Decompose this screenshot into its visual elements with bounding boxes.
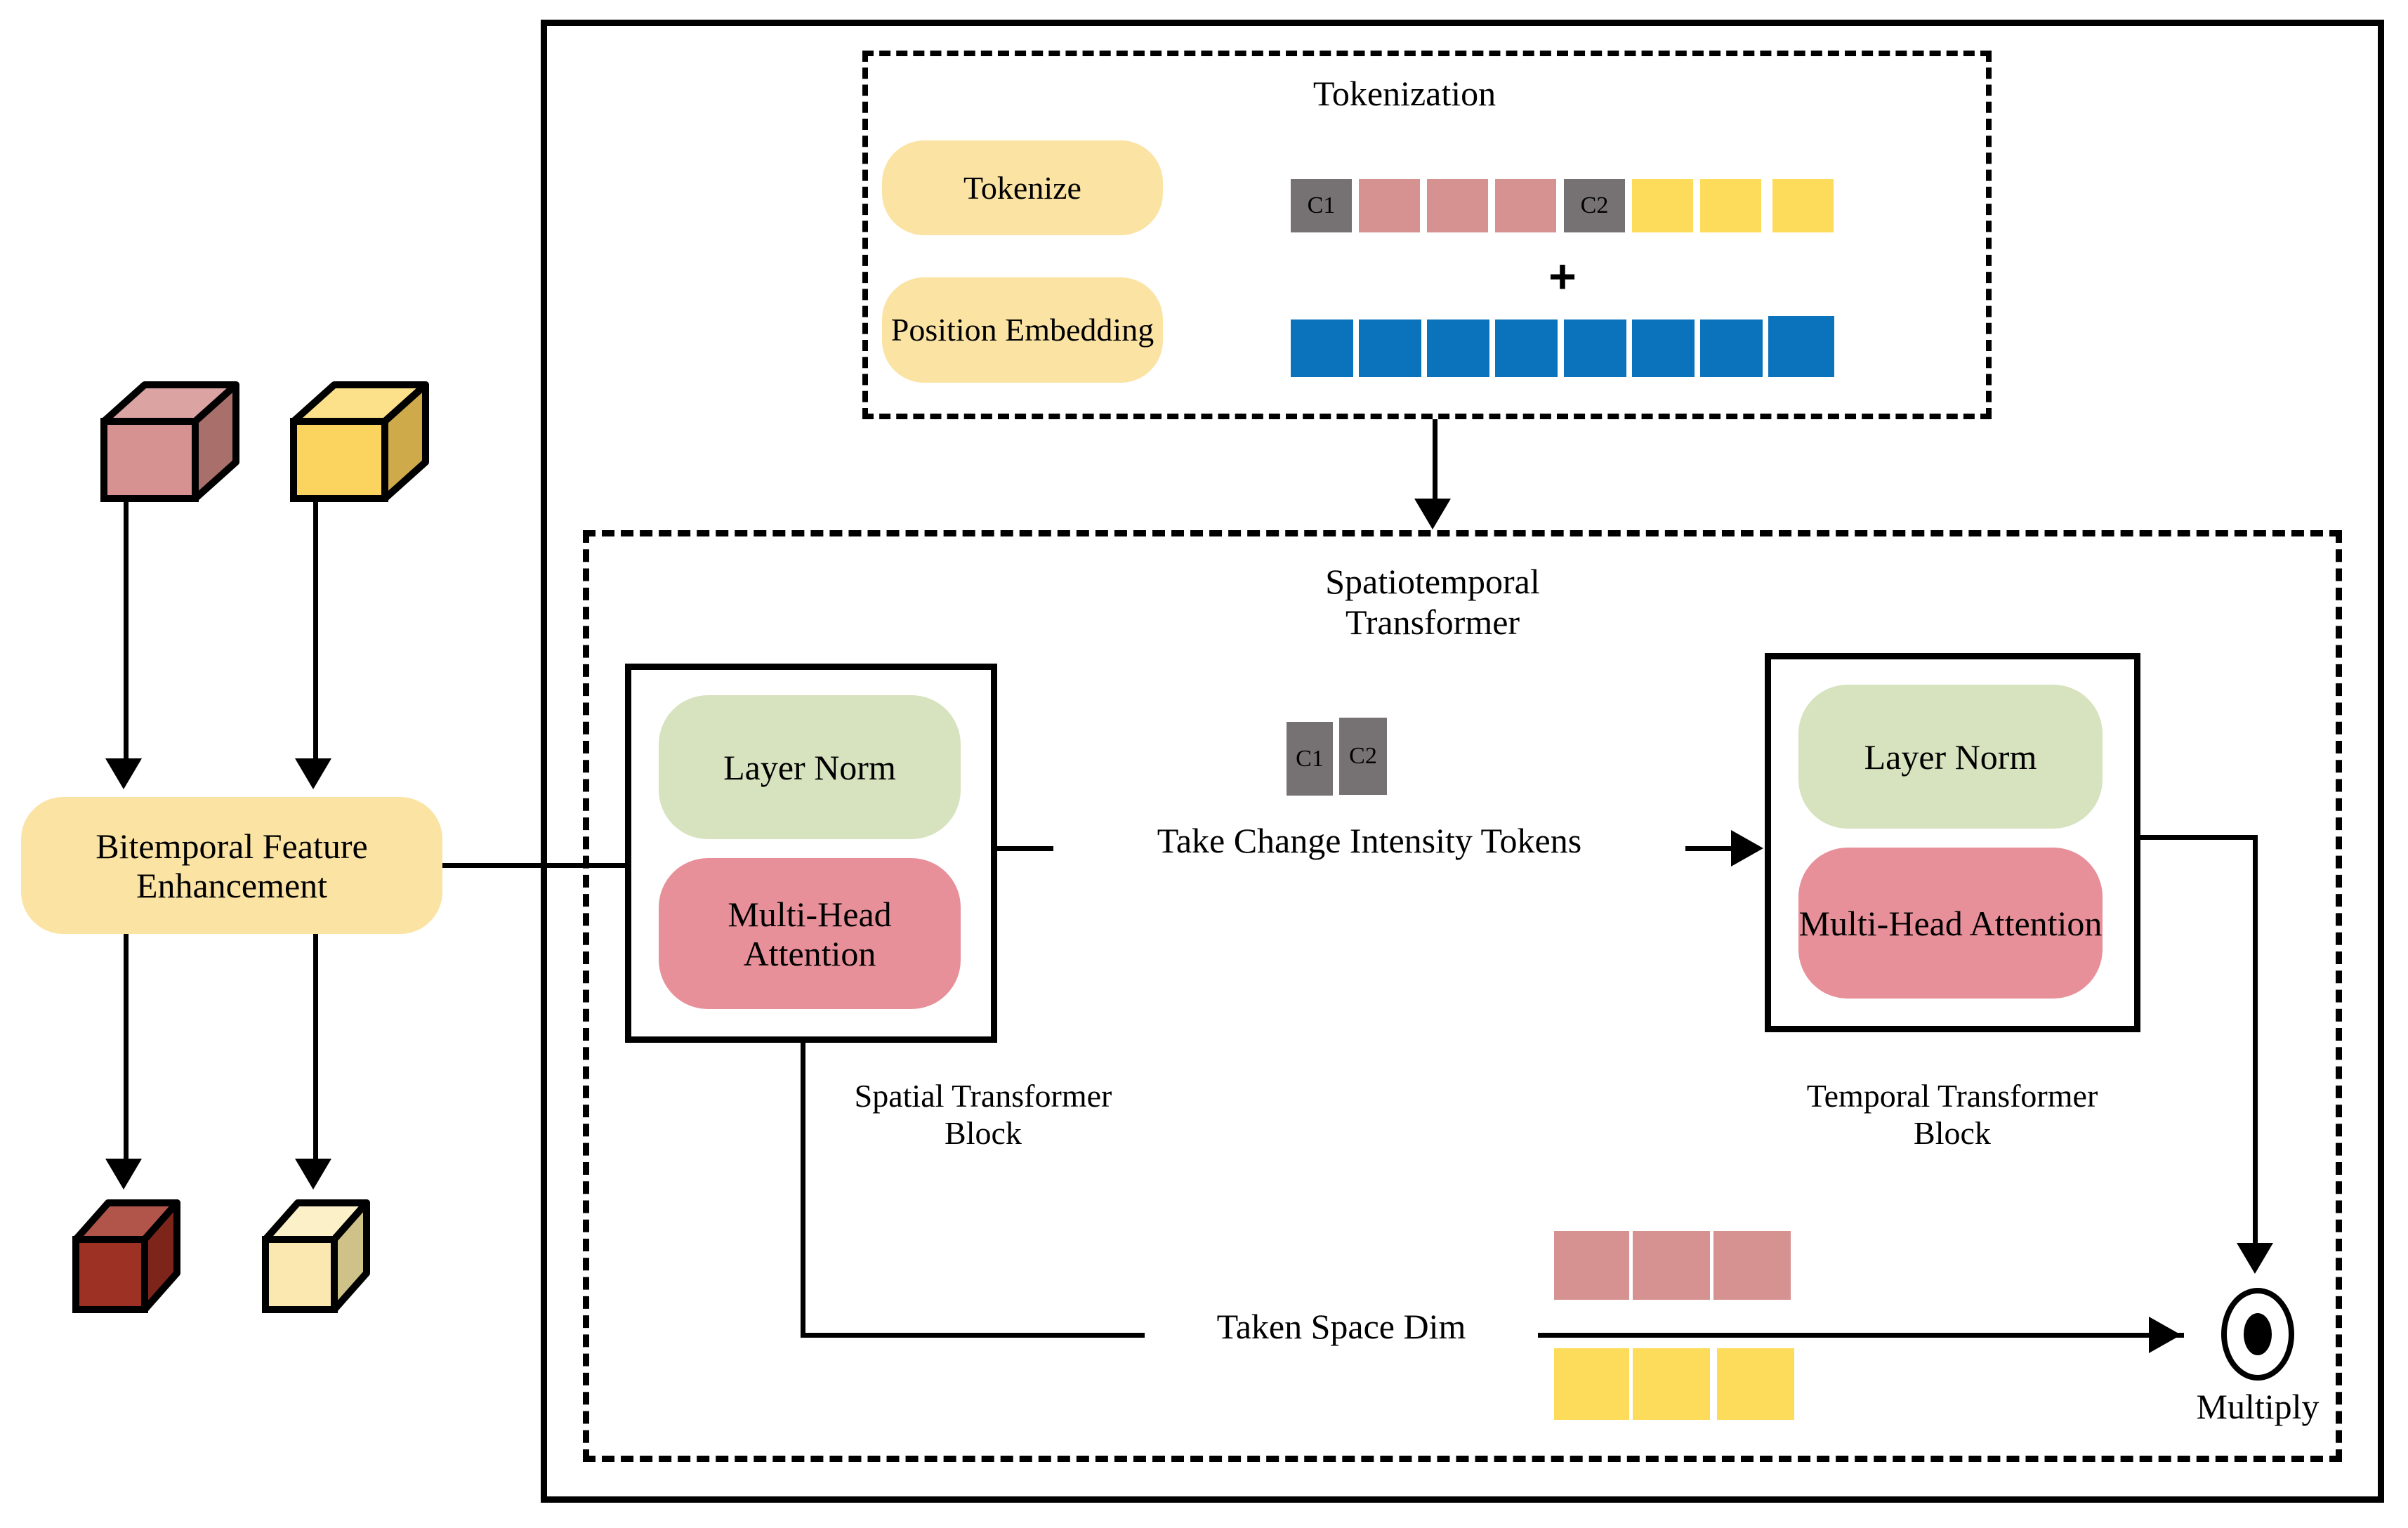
tokenization-group: [862, 51, 1992, 419]
connector-input1-to-enhance: [124, 499, 129, 765]
spatial-transformer-caption: Spatial Transformer Block: [854, 1078, 1112, 1151]
space-dim-yellow-2: [1633, 1348, 1710, 1420]
pos-embed-4: [1495, 320, 1558, 377]
change-token-c1-label: C1: [1296, 745, 1324, 772]
connector-input2-to-enhance: [313, 499, 318, 765]
token-yellow-2: [1700, 179, 1761, 232]
connector-temporal-out-h: [2138, 835, 2258, 840]
position-embedding-block[interactable]: Position Embedding: [882, 277, 1163, 383]
change-token-c2: C2: [1339, 718, 1387, 795]
connector-temporal-out-v: [2253, 835, 2258, 1249]
space-dim-yellow-1: [1554, 1348, 1629, 1420]
connector-enhance-to-output1: [124, 934, 129, 1166]
spatiotemporal-transformer-group: [583, 530, 2342, 1462]
input-cube-t1: [100, 381, 239, 502]
spatial-layer-norm[interactable]: Layer Norm: [659, 695, 961, 839]
outer-architecture-frame: [541, 20, 2384, 1503]
temporal-multi-head-attention[interactable]: Multi-Head Attention: [1798, 848, 2103, 999]
taken-space-dim-wrap: Taken Space Dim: [1145, 1306, 1538, 1347]
plus-icon: +: [1548, 250, 1577, 303]
taken-space-dim-label: Taken Space Dim: [1206, 1307, 1476, 1346]
token-c1: C1: [1291, 179, 1352, 232]
position-embedding-label: Position Embedding: [890, 312, 1154, 348]
token-c2-label: C2: [1580, 192, 1609, 218]
token-pink-2: [1427, 179, 1488, 232]
change-token-c1: C1: [1287, 722, 1333, 796]
arrowhead-temporal-to-multiply: [2237, 1243, 2273, 1274]
take-change-intensity-label: Take Change Intensity Tokens: [1148, 821, 1591, 860]
space-dim-pink-1: [1554, 1231, 1629, 1300]
pos-embed-6: [1632, 320, 1695, 377]
take-change-intensity-wrap: Take Change Intensity Tokens: [1053, 820, 1685, 861]
connector-enhance-to-output2: [313, 934, 318, 1166]
token-pink-3: [1495, 179, 1556, 232]
multiply-node[interactable]: [2212, 1285, 2303, 1383]
change-token-c2-label: C2: [1349, 743, 1377, 769]
temporal-transformer-caption: Temporal Transformer Block: [1806, 1078, 2098, 1151]
temporal-attention-label: Multi-Head Attention: [1798, 903, 2103, 943]
space-dim-pink-3: [1713, 1231, 1791, 1300]
arrowhead-input1: [105, 758, 142, 789]
arrowhead-taken-space-dim: [2149, 1317, 2181, 1353]
spatial-layer-norm-label: Layer Norm: [723, 747, 896, 787]
temporal-layer-norm-label: Layer Norm: [1864, 737, 2037, 777]
spatial-multi-head-attention[interactable]: Multi-Head Attention: [659, 858, 961, 1009]
tokenize-block[interactable]: Tokenize: [882, 140, 1163, 235]
pos-embed-7: [1700, 320, 1763, 377]
arrowhead-output2: [295, 1159, 331, 1190]
arrowhead-spatial-to-temporal: [1731, 830, 1763, 867]
arrowhead-token-to-spatiotemporal: [1414, 499, 1451, 529]
tokenize-label: Tokenize: [963, 169, 1081, 206]
pos-embed-2: [1359, 320, 1421, 377]
spatiotemporal-title: Spatiotemporal Transformer: [1325, 562, 1540, 642]
token-yellow-3: [1772, 179, 1834, 232]
arrowhead-input2: [295, 758, 331, 789]
pos-embed-3: [1427, 320, 1489, 377]
space-dim-yellow-3: [1717, 1348, 1794, 1420]
token-pink-1: [1359, 179, 1420, 232]
multiply-label: Multiply: [2196, 1387, 2320, 1426]
output-cube-t2: [262, 1199, 370, 1313]
connector-spatial-down: [801, 1043, 805, 1338]
connector-token-to-spatiotemporal: [1433, 419, 1437, 503]
pos-embed-8: [1768, 316, 1834, 377]
input-cube-t2: [290, 381, 429, 502]
arrowhead-output1: [105, 1159, 142, 1190]
connector-enhance-to-spatial: [442, 863, 660, 868]
token-c1-label: C1: [1307, 192, 1336, 218]
bitemporal-feature-enhancement-label: Bitemporal Feature Enhancement: [96, 826, 368, 905]
bitemporal-feature-enhancement-block[interactable]: Bitemporal Feature Enhancement: [21, 797, 442, 934]
pos-embed-5: [1564, 320, 1626, 377]
pos-embed-1: [1291, 320, 1353, 377]
spatial-attention-label: Multi-Head Attention: [728, 894, 892, 973]
tokenization-title: Tokenization: [1312, 74, 1496, 113]
output-cube-t1: [72, 1199, 180, 1313]
token-c2: C2: [1564, 179, 1625, 232]
temporal-layer-norm[interactable]: Layer Norm: [1798, 685, 2103, 829]
space-dim-pink-2: [1633, 1231, 1710, 1300]
token-yellow-1: [1632, 179, 1693, 232]
